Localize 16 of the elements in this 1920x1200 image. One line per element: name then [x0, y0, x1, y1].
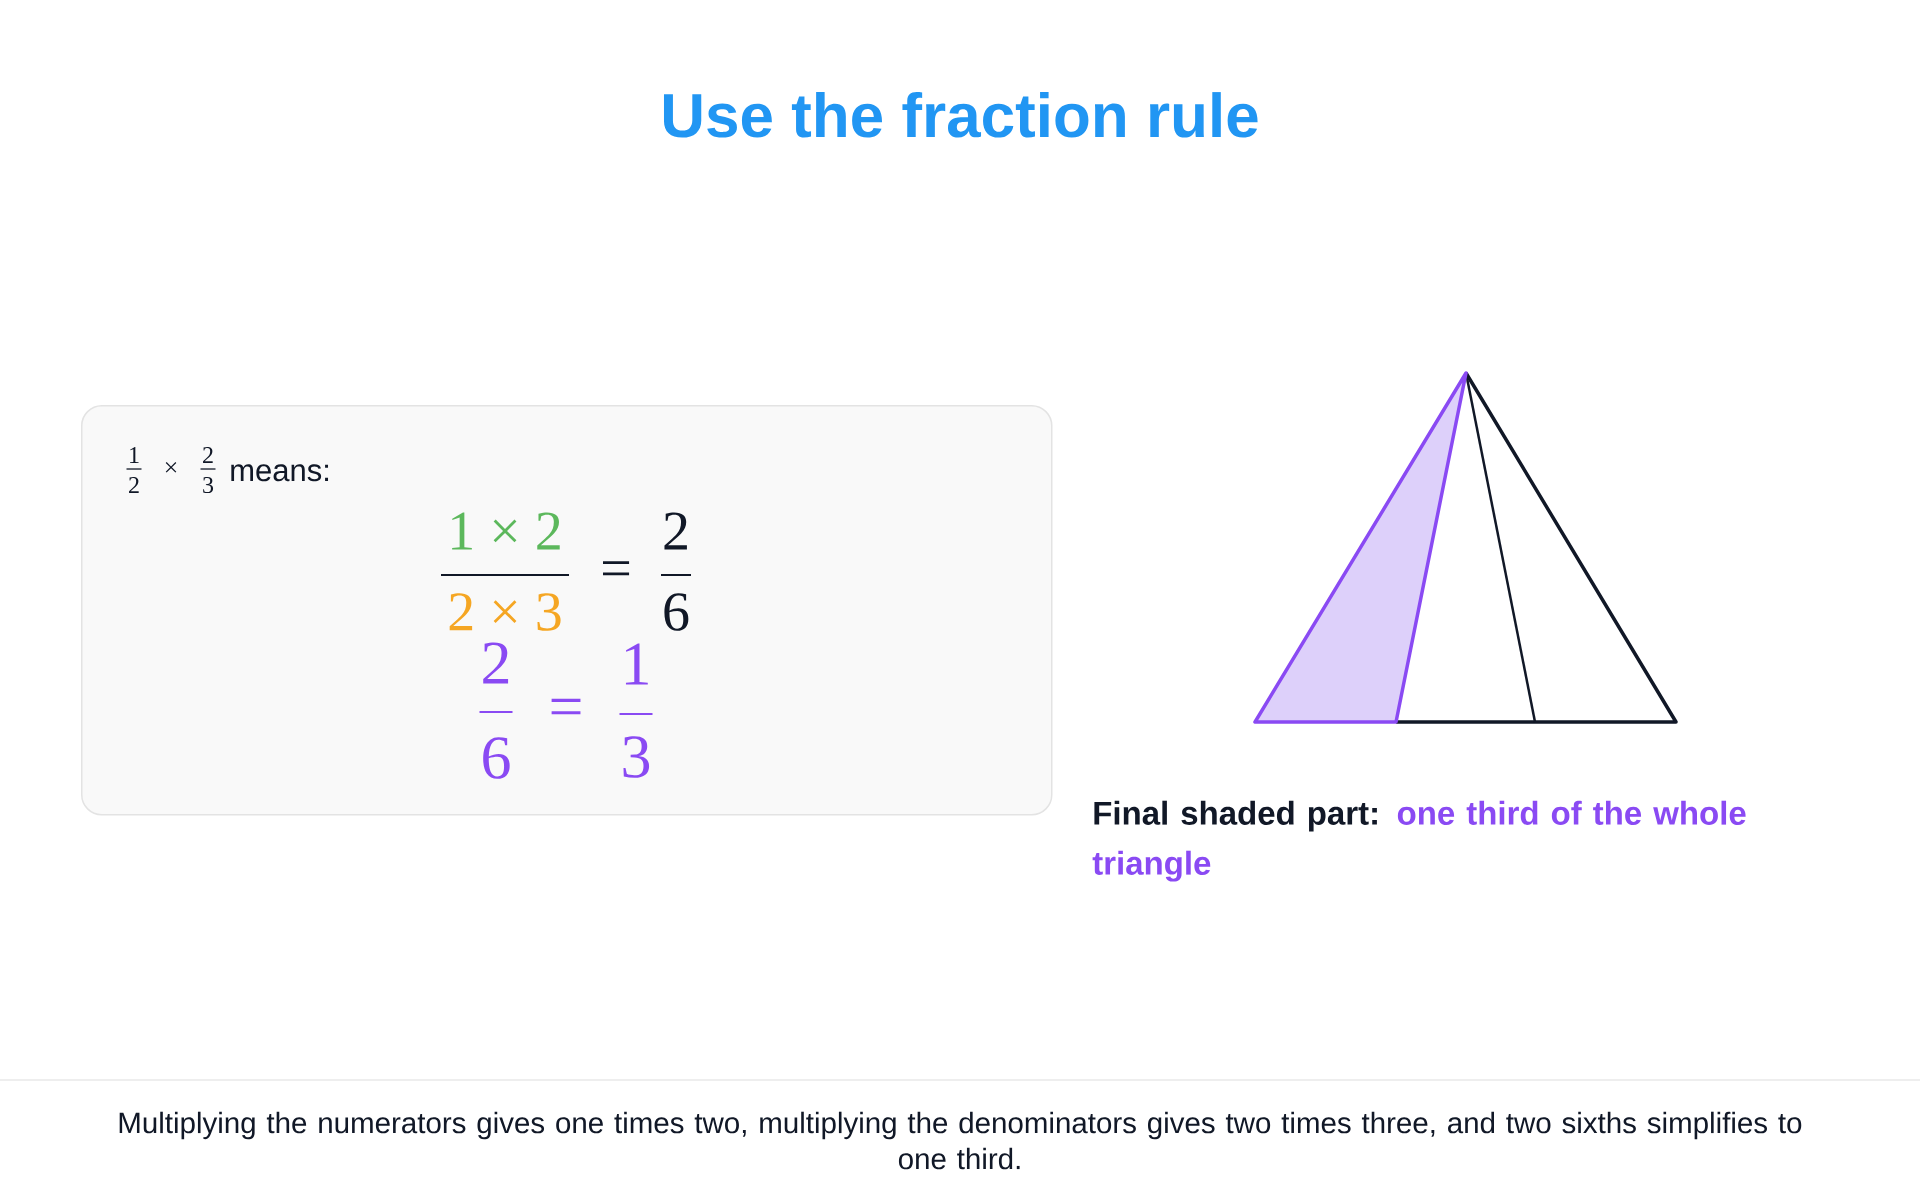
label: one third of the whole [1397, 800, 1746, 825]
fraction: 2 6 [660, 512, 692, 631]
times-sign: × [165, 462, 177, 473]
label: Final shaded part: [1094, 800, 1377, 832]
equals-sign: = [551, 698, 581, 715]
fraction: 1 2 [125, 447, 143, 493]
intro-text: means: [231, 464, 328, 482]
caption-text: Multiplying the numerators gives one times two, multiplying the denominators gives two times three, and two sixths simplifies to one third. [119, 1111, 1802, 1170]
title: Use the fraction rule [664, 92, 1258, 138]
result-text: Final shaded part: one third of the whole triangle [1092, 800, 1746, 882]
equals-sign: = [603, 561, 630, 576]
fraction: 2 3 [199, 447, 217, 494]
fraction: 1 3 [618, 643, 654, 778]
label: triangle [1092, 850, 1211, 882]
fraction: 1 × 2 2 × 3 [440, 512, 570, 631]
fraction: 2 6 [478, 642, 514, 779]
